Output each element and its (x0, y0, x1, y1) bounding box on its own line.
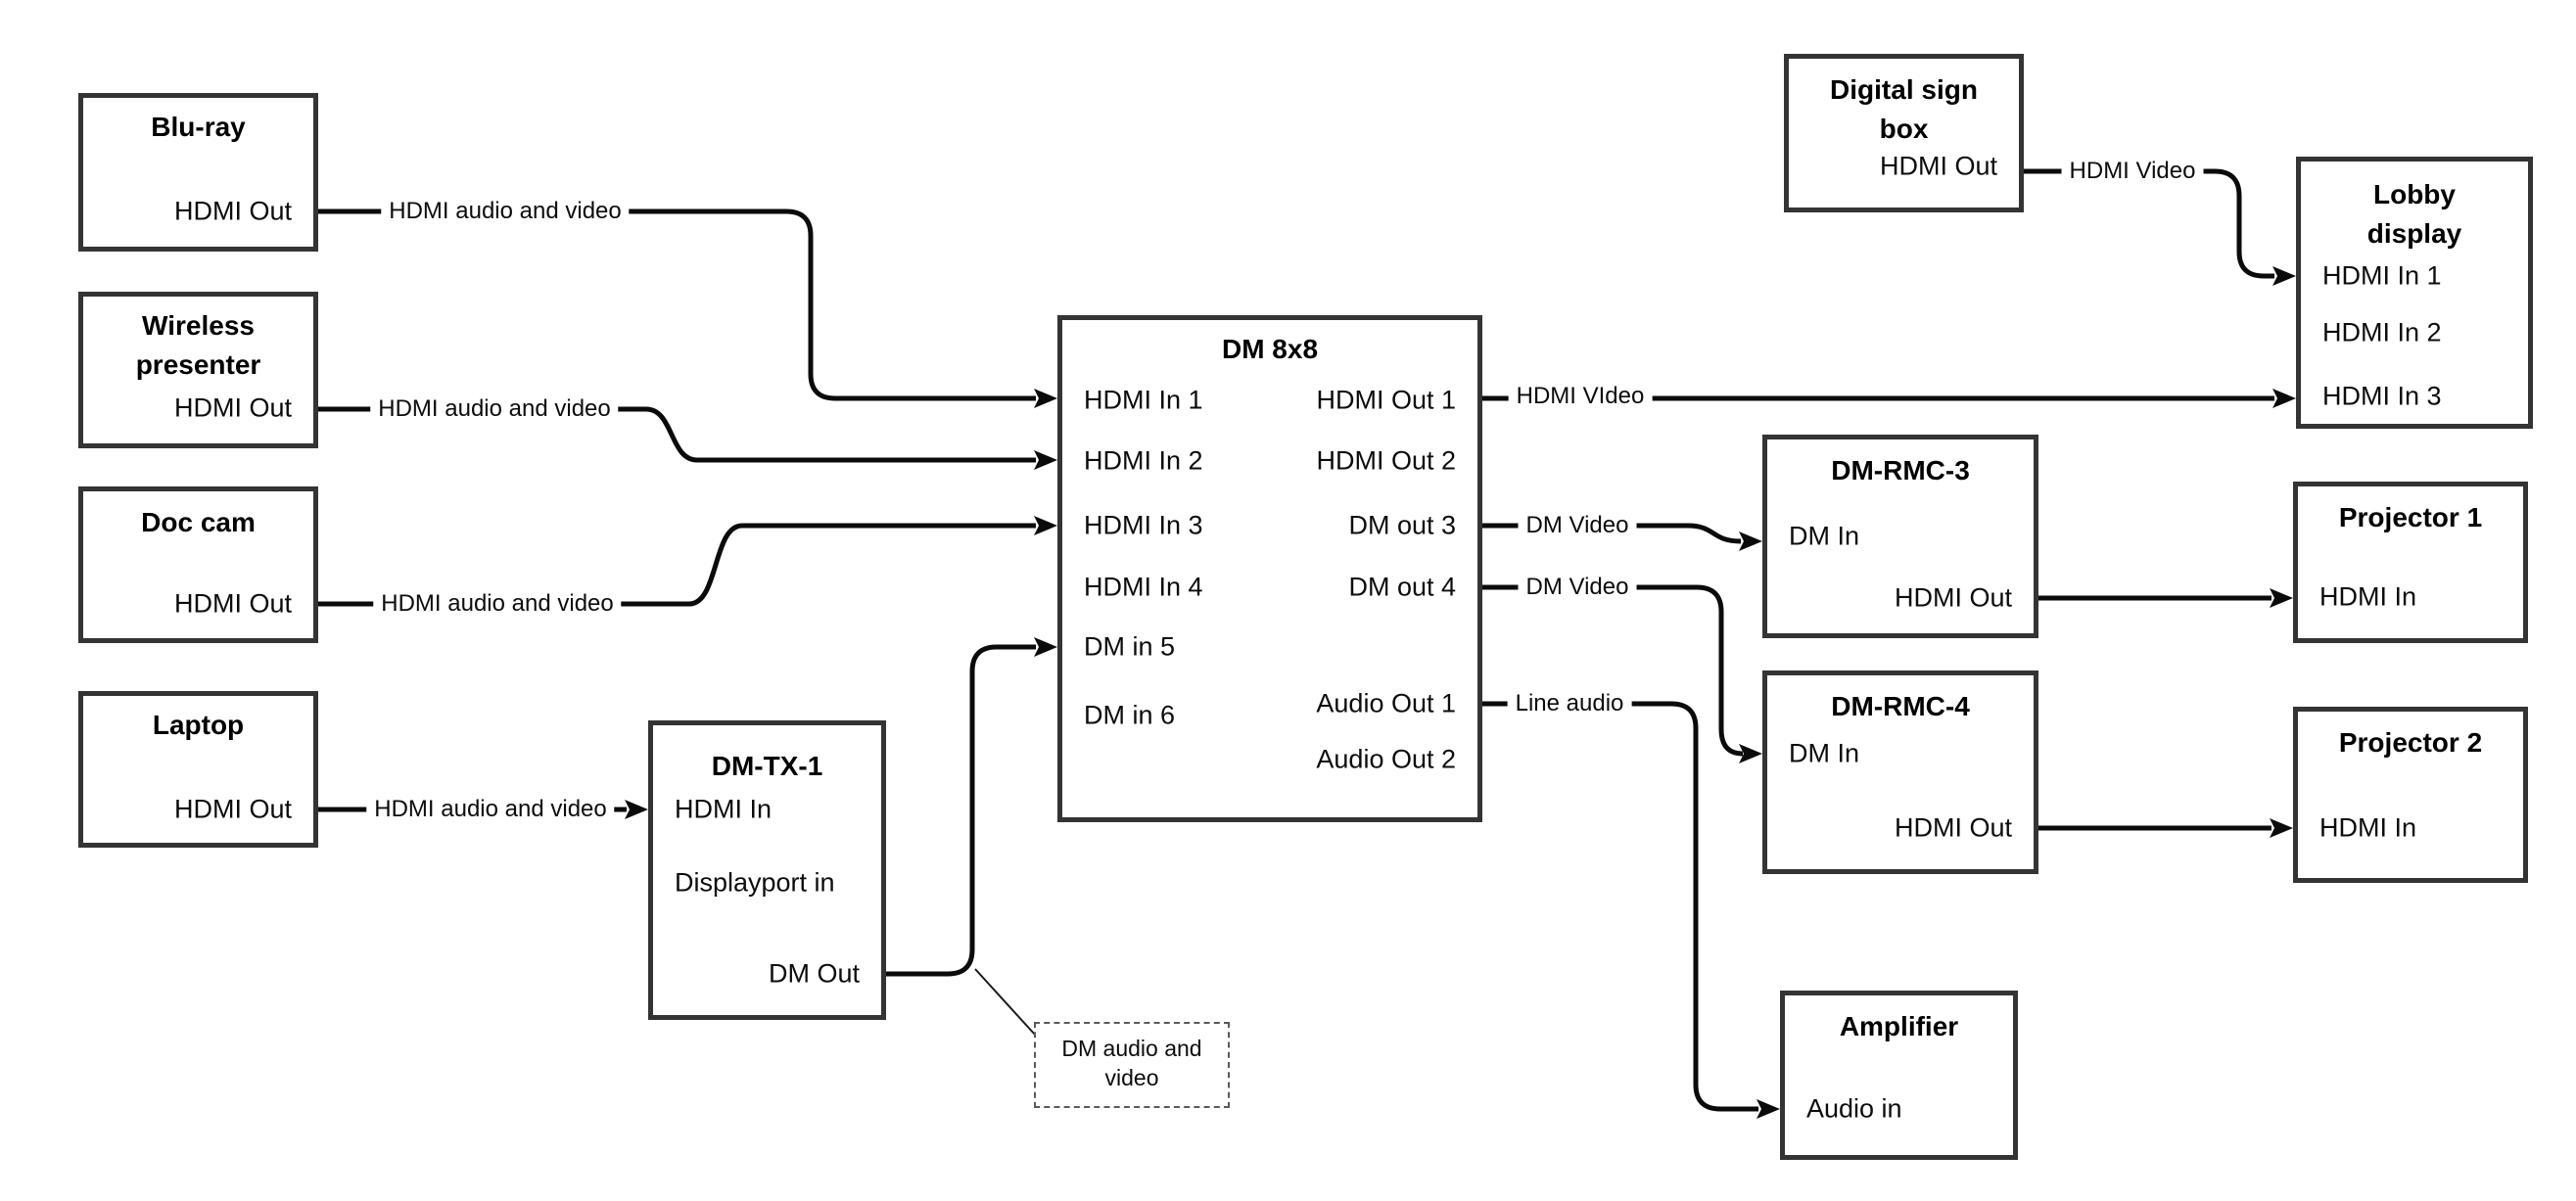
arrowhead (1034, 450, 1057, 470)
port-dm-out-4: DM out 4 (1348, 572, 1456, 602)
node-doc-cam: Doc cam HDMI Out (78, 486, 318, 643)
wire-digitalsign-to-lobby-in-1 (2024, 168, 2274, 279)
arrowhead (2272, 389, 2296, 408)
wire-label-hdmi-audio-video-2: HDMI audio and video (370, 394, 619, 424)
node-title: DM-TX-1 (711, 751, 823, 781)
port-hdmi-in-1: HDMI In 1 (1084, 385, 1203, 415)
port-dm-out-3: DM out 3 (1348, 510, 1456, 540)
wire-label-hdmi-video-out1: HDMI VIdeo (1508, 382, 1653, 411)
arrowhead (2270, 818, 2293, 838)
node-title: DM-RMC-4 (1831, 691, 1970, 721)
node-title: Amplifier (1839, 1011, 1959, 1041)
arrowhead (1034, 516, 1057, 535)
arrowhead (1034, 637, 1057, 657)
arrowhead (1034, 389, 1057, 408)
port-hdmi-in: HDMI In (2319, 581, 2417, 612)
wire-label-hdmi-audio-video-3: HDMI audio and video (373, 589, 622, 619)
node-digital-sign-box: Digital sign box HDMI Out (1784, 54, 2024, 212)
wire-dmtx1-to-dm-in-5 (886, 644, 1036, 977)
arrowhead (1739, 531, 1762, 551)
arrowheads (625, 266, 2296, 1119)
port-dm-in: DM In (1789, 521, 1860, 551)
port-audio-out-2: Audio Out 2 (1316, 744, 1456, 774)
callout-dm-audio-and-video: DM audio and video (1034, 1022, 1230, 1108)
node-dm-8x8: DM 8x8 HDMI In 1 HDMI In 2 HDMI In 3 HDM… (1057, 315, 1482, 822)
node-lobby-display: Lobby display HDMI In 1 HDMI In 2 HDMI I… (2296, 157, 2533, 429)
port-audio-out-1: Audio Out 1 (1316, 688, 1456, 718)
node-title: Projector 2 (2338, 727, 2483, 758)
port-dm-out: DM Out (768, 958, 860, 989)
node-title: DM 8x8 (1221, 334, 1319, 364)
arrowhead (1739, 744, 1762, 763)
port-hdmi-out-1: HDMI Out 1 (1316, 385, 1456, 415)
node-title: Blu-ray (151, 112, 246, 142)
node-title: Projector 1 (2338, 502, 2483, 532)
port-hdmi-in-1: HDMI In 1 (2322, 260, 2442, 291)
arrowhead (2272, 266, 2296, 286)
node-title: DM-RMC-3 (1831, 455, 1970, 485)
wire-bluray-to-hdmi-in-1 (318, 208, 1036, 401)
wire-label-hdmi-audio-video-1: HDMI audio and video (381, 197, 630, 226)
port-hdmi-out: HDMI Out (1879, 151, 1997, 181)
node-title: Doc cam (141, 507, 256, 537)
node-dm-rmc-4: DM-RMC-4 DM In HDMI Out (1762, 670, 2038, 874)
node-dm-tx-1: DM-TX-1 HDMI In Displayport in DM Out (648, 720, 886, 1020)
wire-dm-out-4-to-rmc4 (1482, 584, 1744, 757)
port-hdmi-out: HDMI Out (173, 393, 292, 423)
arrowhead (2270, 588, 2293, 608)
port-hdmi-in: HDMI In (2319, 812, 2417, 843)
port-hdmi-out: HDMI Out (1894, 812, 2012, 843)
node-title: Digital sign box (1830, 74, 1978, 144)
node-laptop: Laptop HDMI Out (78, 691, 318, 848)
arrowhead (625, 800, 648, 819)
port-hdmi-in-3: HDMI In 3 (1084, 510, 1203, 540)
port-hdmi-in: HDMI In (675, 794, 773, 824)
port-dm-in-6: DM in 6 (1084, 700, 1176, 730)
wire-doccam-to-hdmi-in-3 (318, 523, 1036, 607)
node-projector-1: Projector 1 HDMI In (2293, 482, 2528, 643)
port-dm-in: DM In (1789, 738, 1860, 768)
port-audio-in: Audio in (1806, 1093, 1902, 1124)
port-displayport-in: Displayport in (675, 867, 835, 898)
port-hdmi-in-2: HDMI In 2 (1084, 445, 1203, 476)
node-wireless-presenter: Wireless presenter HDMI Out (78, 292, 318, 448)
wire-dm-out-3-to-rmc3 (1482, 523, 1742, 544)
wire-label-dm-video-2: DM Video (1518, 573, 1637, 602)
wire-wireless-to-hdmi-in-2 (318, 406, 1036, 463)
port-hdmi-in-4: HDMI In 4 (1084, 572, 1203, 602)
callout-leader-line (974, 968, 1036, 1036)
wire-label-line-audio: Line audio (1507, 689, 1632, 718)
wire-label-hdmi-audio-video-4: HDMI audio and video (366, 795, 615, 824)
port-dm-in-5: DM in 5 (1084, 631, 1176, 662)
node-blu-ray: Blu-ray HDMI Out (78, 93, 318, 252)
port-hdmi-out: HDMI Out (1894, 582, 2012, 613)
node-amplifier: Amplifier Audio in (1780, 991, 2018, 1160)
wire-audio-out-1-to-amplifier (1482, 701, 1758, 1112)
port-hdmi-out: HDMI Out (173, 794, 292, 824)
node-title: Laptop (152, 710, 245, 740)
wire-label-dm-video-1: DM Video (1518, 511, 1637, 540)
port-hdmi-in-2: HDMI In 2 (2322, 317, 2442, 347)
node-title: Wireless presenter (135, 310, 261, 380)
port-hdmi-out: HDMI Out (173, 588, 292, 619)
port-hdmi-out-2: HDMI Out 2 (1316, 445, 1456, 476)
node-title: Lobby display (2366, 179, 2462, 249)
port-hdmi-out: HDMI Out (173, 196, 292, 226)
port-hdmi-in-3: HDMI In 3 (2322, 381, 2442, 411)
arrowhead (1756, 1099, 1780, 1119)
node-projector-2: Projector 2 HDMI In (2293, 707, 2528, 883)
wire-label-hdmi-video-sign: HDMI Video (2061, 157, 2204, 186)
node-dm-rmc-3: DM-RMC-3 DM In HDMI Out (1762, 435, 2038, 638)
